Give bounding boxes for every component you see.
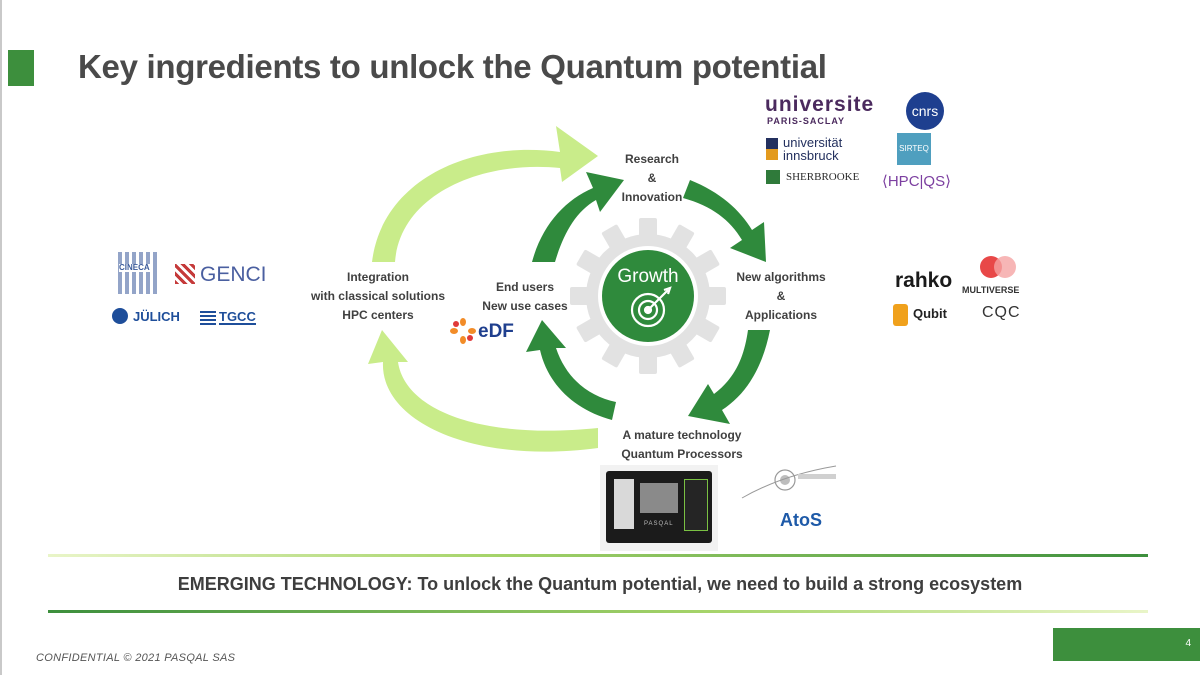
growth-cycle-diagram: Growth [368,126,770,452]
target-icon [630,286,672,328]
logo-julich-mark [112,308,128,324]
logo-cineca: CINECA [119,263,150,272]
logo-sherbrooke-mark [766,170,780,184]
logo-sherbrooke: SHERBROOKE [786,171,860,183]
arrow-technology-to-end-users [526,320,616,420]
page-number: 4 [1185,638,1191,649]
page-number-box: 4 [1053,628,1200,661]
logo-hpcqs: ⟨HPC|QS⟩ [882,173,951,190]
node-algorithms: New algorithms&Applications [736,270,826,322]
arrow-end-users-to-research [532,172,624,262]
logo-julich: JÜLICH [133,309,180,324]
node-research: Research&Innovation [621,152,683,204]
logo-tgcc: TGCC [219,309,256,325]
logo-cineca-mark [118,252,158,294]
tagline: EMERGING TECHNOLOGY: To unlock the Quant… [177,574,1023,594]
logo-genci-mark [175,264,195,284]
edf-flower-icon [450,318,476,344]
logo-paris-saclay-sub: PARIS-SACLAY [767,116,846,126]
device-panel-right [684,479,708,531]
logo-genci: GENCI [200,263,267,286]
tagline-divider-top [48,554,1148,557]
logo-cqc: CQC [982,304,1021,321]
logo-rahko: rahko [895,269,953,292]
device-brand: PASQAL [644,521,674,527]
device-panel-left [614,479,634,529]
title-accent-bar [8,50,34,86]
logo-edf: eDF [478,321,514,342]
logo-multiverse-mark-2 [994,256,1016,278]
tagline-divider-bottom [48,610,1148,613]
arrow-algorithms-to-technology [688,330,770,424]
arrow-research-to-algorithms [683,180,766,262]
logo-multiverse: MULTIVERSE [962,285,1020,295]
quandela-orbit-icon [741,465,837,499]
quantum-processor-image: PASQAL [600,465,718,551]
slide-left-border [0,0,2,675]
logo-atos: AtoS [780,510,822,530]
growth-label: Growth [617,266,678,287]
logo-sirteq: SIRTEQ [897,133,931,165]
slide-title: Key ingredients to unlock the Quantum po… [78,48,827,85]
logo-paris-saclay: universite [765,93,875,116]
device-window [640,483,678,513]
logo-qubit: Qubit [913,306,947,321]
gear-icon [570,218,726,374]
logo-innsbruck-mark [766,138,778,160]
confidential-footer: CONFIDENTIAL © 2021 PASQAL SAS [36,652,236,664]
logo-tgcc-mark [200,309,216,325]
logo-cnrs: cnrs [906,92,944,130]
light-arrow-to-research [372,126,598,262]
logo-qubit-mark [893,304,908,326]
light-arrow-to-integration [368,330,598,452]
